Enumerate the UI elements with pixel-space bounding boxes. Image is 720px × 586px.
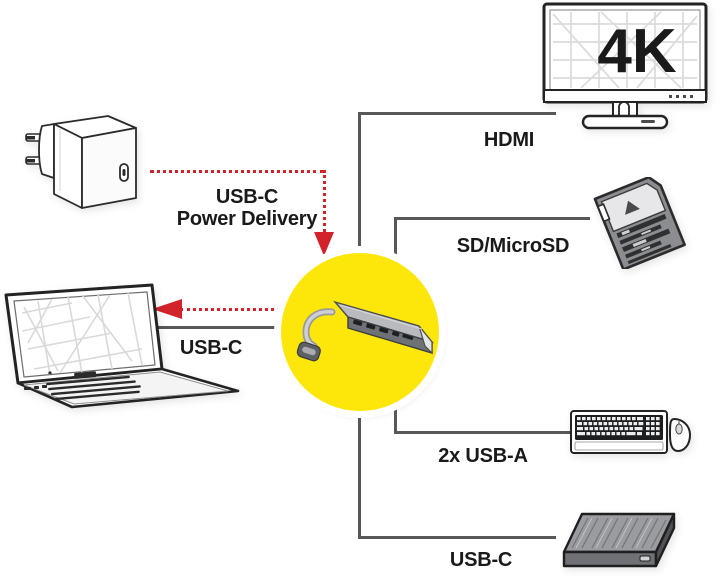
label-storage-usb-c: USB-C: [449, 549, 513, 571]
label-power-delivery-line2: Power Delivery: [176, 208, 318, 230]
label-power-delivery-line1: USB-C: [215, 186, 279, 208]
power-delivery-arrow-down-icon: [314, 232, 334, 256]
monitor-screen-4k-text: 4K: [597, 17, 676, 86]
external-drive-device: [562, 512, 676, 568]
laptop-device: [4, 283, 240, 409]
host-power-dotted-line: [180, 308, 322, 311]
label-hdmi: HDMI: [483, 129, 535, 151]
host-power-arrow-left-icon: [152, 299, 182, 319]
power-delivery-dotted-vertical: [323, 170, 326, 237]
label-host-usb-c: USB-C: [179, 337, 243, 359]
sd-card-device: [593, 177, 686, 269]
label-sd-microsd: SD/MicroSD: [456, 235, 570, 257]
connector-line-host-usbc: [152, 326, 320, 329]
power-adapter-device: [25, 115, 137, 209]
label-usb-a: 2x USB-A: [438, 445, 528, 467]
power-delivery-dotted-horizontal: [150, 170, 324, 173]
monitor-device: 4K: [542, 2, 708, 130]
connector-line-hdmi-horizontal: [358, 112, 556, 115]
label-power-delivery: USB-C Power Delivery: [147, 186, 347, 230]
connector-line-storage-horizontal: [358, 536, 556, 539]
connector-line-storage-vertical: [358, 338, 361, 539]
connector-line-hdmi-vertical: [358, 112, 361, 312]
keyboard-mouse-device: [570, 410, 692, 454]
connector-line-usba-horizontal: [394, 431, 574, 434]
usb-c-hub-device: [296, 300, 434, 362]
connector-line-sd-horizontal: [394, 217, 590, 220]
